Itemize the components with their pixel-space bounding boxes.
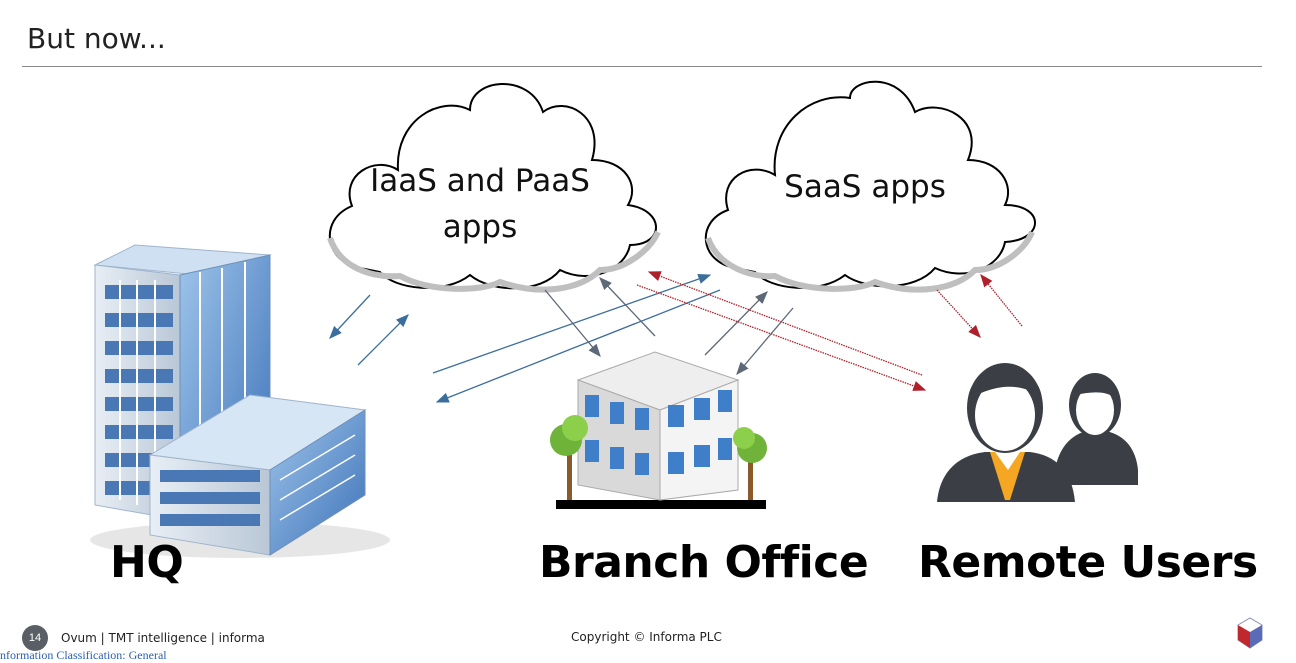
- page-number-badge: 14: [22, 625, 48, 651]
- connection-arrows: [329, 271, 1023, 403]
- saas-cloud-label: SaaS apps: [784, 169, 946, 205]
- arrow-iaas-to-hq: [329, 294, 371, 339]
- arrow-hq-to-saas: [432, 274, 712, 374]
- arrow-branch-to-saas: [704, 291, 768, 356]
- saas-cloud-icon: [704, 80, 1036, 293]
- footer-brand-text: Ovum | TMT intelligence | informa: [61, 631, 265, 645]
- arrow-remote-to-saas: [980, 273, 1023, 327]
- iaas-label-line1: IaaS and PaaS: [370, 163, 590, 199]
- hq-label: HQ: [110, 537, 184, 588]
- remote-users-icon: [937, 363, 1138, 502]
- classification-notice: Information Classification: General: [0, 648, 167, 662]
- arrow-iaas-to-remote: [636, 284, 927, 391]
- arrow-saas-to-hq: [435, 289, 721, 403]
- branch-office-label: Branch Office: [539, 537, 869, 588]
- iaas-cloud-label: IaaS and PaaS apps: [360, 158, 600, 250]
- arrow-branch-to-iaas: [599, 277, 656, 337]
- arrow-remote-to-iaas: [647, 271, 923, 376]
- iaas-label-line2: apps: [442, 209, 518, 245]
- informa-logo-icon: [1237, 617, 1263, 649]
- arrow-saas-to-branch: [736, 307, 794, 375]
- iaas-cloud-icon: [327, 83, 661, 293]
- slide-title: But now...: [27, 22, 166, 55]
- branch-office-icon: [550, 351, 767, 509]
- footer-copyright: Copyright © Informa PLC: [571, 630, 722, 644]
- title-divider: [22, 66, 1262, 67]
- arrow-hq-to-iaas: [357, 314, 409, 366]
- remote-users-label: Remote Users: [918, 537, 1258, 588]
- arrow-iaas-to-branch: [544, 289, 601, 357]
- arrow-saas-to-remote: [936, 289, 981, 338]
- hq-building-icon: [90, 244, 390, 558]
